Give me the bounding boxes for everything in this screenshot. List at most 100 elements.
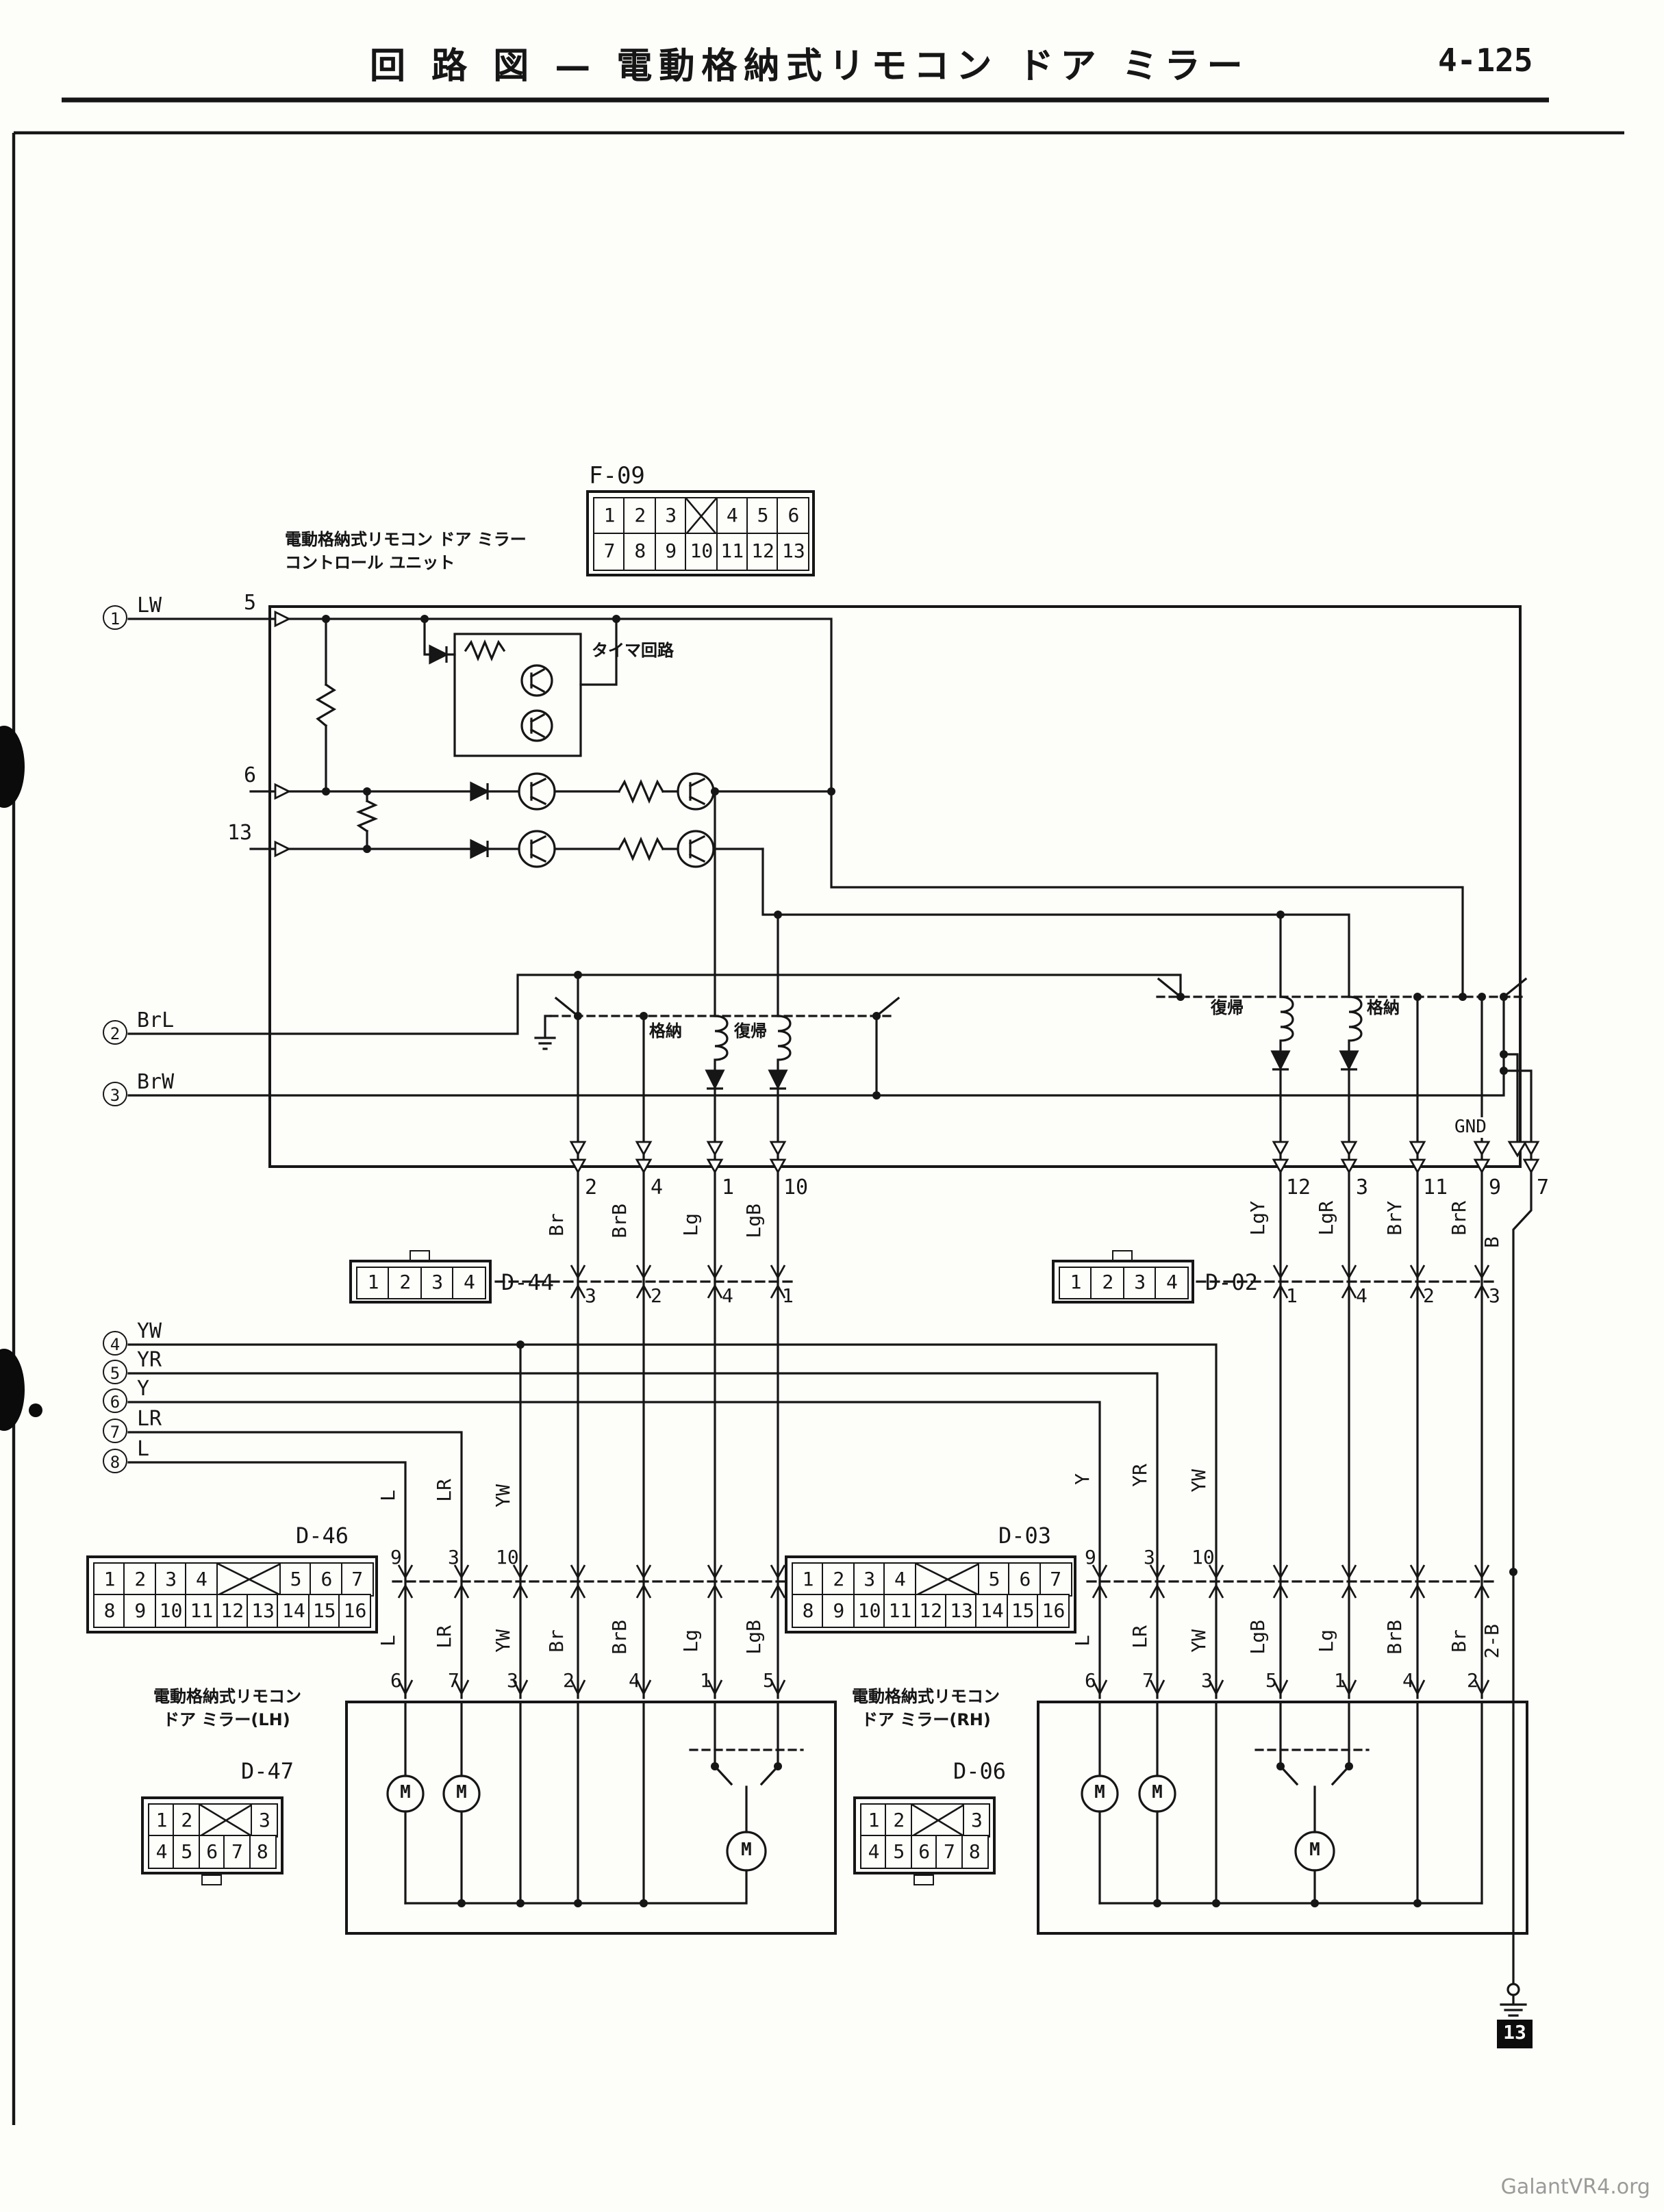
- connector-cell: 6: [910, 1835, 938, 1870]
- connector-cell: 7: [340, 1562, 374, 1597]
- connector-cell: 5: [746, 497, 780, 535]
- connector-arrow-symbols: [274, 610, 1540, 1696]
- connector-cell: 1: [593, 497, 626, 535]
- mirror-rh-label-2: ドア ミラー(RH): [861, 1710, 991, 1729]
- rh-wire-lgb: LgB: [1248, 1620, 1270, 1655]
- connector-cell: 2: [822, 1562, 855, 1597]
- connector-cell: 3: [1122, 1267, 1157, 1299]
- connector-cell: [910, 1803, 966, 1838]
- wire-label-l: L: [137, 1436, 150, 1461]
- d46-wire-l: L: [378, 1490, 400, 1501]
- lh-wire-lgb: LgB: [744, 1620, 766, 1655]
- connector-cell: 16: [338, 1594, 372, 1629]
- wire-label-lr: LR: [137, 1406, 162, 1431]
- connector-cell: 1: [792, 1562, 824, 1597]
- connector-cell: 3: [420, 1267, 455, 1299]
- wire-color-brr: BrR: [1449, 1201, 1471, 1236]
- unit-pin-4: 4: [651, 1175, 664, 1199]
- unit-pin-2: 2: [585, 1175, 598, 1199]
- lh-pin-6: 6: [390, 1670, 402, 1692]
- gnd-label: GND: [1454, 1117, 1487, 1138]
- lh-wire-lg: Lg: [681, 1629, 703, 1653]
- connector-cell: 6: [310, 1562, 343, 1597]
- connector-cell: 8: [93, 1594, 126, 1629]
- input-pin-circle-6: 6: [103, 1388, 127, 1413]
- input-pin-circle-1: 1: [103, 605, 127, 630]
- rh-pin-1: 1: [1334, 1670, 1346, 1692]
- d46-wire-lr: LR: [434, 1479, 456, 1502]
- mirror-rh-label-1: 電動格納式リモコン: [852, 1687, 1000, 1706]
- lh-wire-yw: YW: [493, 1629, 515, 1653]
- page-title: 回 路 図 — 電動格納式リモコン ドア ミラー: [370, 47, 1250, 88]
- rh-pin-7: 7: [1142, 1670, 1154, 1692]
- connector-cell: 2: [1090, 1267, 1125, 1299]
- connector-cell: 5: [978, 1562, 1011, 1597]
- d44-pin-4: 4: [722, 1286, 733, 1308]
- connector-cell: 9: [822, 1594, 855, 1629]
- connector-label-d06: D-06: [953, 1758, 1007, 1784]
- connector-label-d02: D-02: [1205, 1269, 1259, 1295]
- connector-cell: 3: [154, 1562, 188, 1597]
- rh-wire-lg: Lg: [1316, 1629, 1338, 1653]
- lh-pin-1: 1: [700, 1670, 711, 1692]
- motor-symbol-lh-1: M: [400, 1783, 411, 1803]
- rh-pin-2: 2: [1467, 1670, 1478, 1692]
- lh-wire-lr: LR: [434, 1625, 456, 1649]
- connector-cell: 1: [860, 1803, 887, 1838]
- unit-pin-11: 11: [1423, 1175, 1448, 1199]
- connector-cell: 13: [945, 1594, 979, 1629]
- relay-right-label-1: 復帰: [1211, 998, 1244, 1017]
- hole-punch-marks: [0, 726, 42, 1431]
- connector-cell: 2: [885, 1803, 913, 1838]
- relay-left-label-1: 格納: [649, 1021, 683, 1041]
- wire-label-y: Y: [137, 1376, 150, 1401]
- d03-wire-y: Y: [1072, 1473, 1094, 1485]
- d44-pin-3: 3: [585, 1286, 596, 1308]
- watermark: GalantVR4.org: [1500, 2174, 1650, 2199]
- connector-cell: 8: [623, 533, 657, 572]
- connector-cell: 11: [716, 533, 749, 572]
- connector-cell: 15: [307, 1594, 341, 1629]
- connector-cell: 10: [853, 1594, 886, 1629]
- connector-cell: 3: [251, 1803, 279, 1838]
- wire-color-brb: BrB: [609, 1204, 631, 1238]
- input-pin-circle-8: 8: [103, 1449, 127, 1473]
- wire-color-lgr: LgR: [1316, 1201, 1338, 1236]
- connector-tab-d47: [201, 1874, 222, 1885]
- connector-cell: 5: [885, 1835, 913, 1870]
- connector-label-d44: D-44: [501, 1269, 555, 1295]
- connector-cell: 8: [961, 1835, 989, 1870]
- input-pin-circle-7: 7: [103, 1419, 127, 1443]
- connector-cell: 7: [935, 1835, 963, 1870]
- connector-cell: 12: [216, 1594, 249, 1629]
- relay-right-label-2: 格納: [1367, 998, 1400, 1017]
- ground-wire-label: 2-B: [1482, 1624, 1504, 1659]
- lh-pin-4: 4: [629, 1670, 640, 1692]
- timer-circuit-label: タイマ回路: [592, 641, 675, 660]
- unit-pin-3: 3: [1356, 1175, 1369, 1199]
- rh-wire-lr: LR: [1130, 1625, 1152, 1649]
- unit-name-line1: 電動格納式リモコン ドア ミラー: [285, 530, 527, 549]
- d03-wire-yw: YW: [1189, 1469, 1211, 1492]
- wire-color-bry: BrY: [1385, 1201, 1407, 1236]
- rh-wire-brb: BrB: [1385, 1620, 1407, 1655]
- motor-symbol-rh-2: M: [1152, 1783, 1163, 1803]
- wire-color-b: B: [1482, 1236, 1504, 1248]
- wire-label-brl: BrL: [137, 1008, 175, 1032]
- rh-pin-4: 4: [1402, 1670, 1414, 1692]
- connector-cell: 12: [746, 533, 780, 572]
- unit-pin-7: 7: [1537, 1175, 1550, 1199]
- junction-dots: [322, 615, 1517, 1907]
- connector-cell: 9: [123, 1594, 157, 1629]
- connector-cell: 6: [198, 1835, 226, 1870]
- connector-cell: 5: [173, 1835, 201, 1870]
- d46-pin-10: 10: [496, 1547, 519, 1569]
- d46-pin-9: 9: [390, 1547, 402, 1569]
- d44-pin-1: 1: [782, 1286, 794, 1308]
- d46-wire-yw: YW: [493, 1484, 515, 1508]
- connector-cell: 4: [452, 1267, 487, 1299]
- lh-pin-3: 3: [507, 1670, 518, 1692]
